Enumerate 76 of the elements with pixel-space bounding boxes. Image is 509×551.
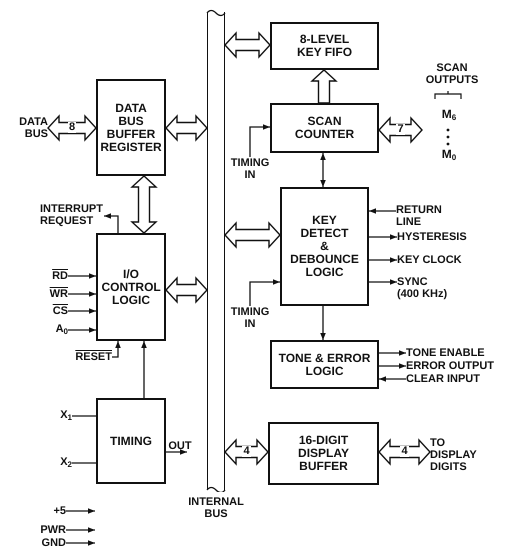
bus-arrow	[165, 276, 208, 304]
bus-width-label: 4	[400, 446, 409, 456]
signal-arrow	[379, 350, 406, 356]
signal-arrow	[104, 213, 119, 233]
signal-arrow	[369, 208, 396, 214]
bus-arrow	[224, 221, 281, 249]
signal-label: TONE ENABLE	[406, 347, 508, 359]
signal-arrow	[166, 449, 187, 455]
signal-arrow	[66, 540, 95, 546]
signal-label: ERROR OUTPUT	[406, 360, 508, 372]
signal-arrow	[66, 508, 95, 514]
function-block	[270, 340, 379, 389]
signal-label: X$_{2}$	[50, 456, 72, 468]
signal-arrow	[141, 341, 147, 398]
signal-arrow	[369, 257, 397, 263]
bus-width-label: 4	[242, 446, 251, 456]
function-block	[268, 422, 379, 485]
signal-arrow	[68, 327, 96, 333]
signal-label: PWR	[34, 524, 66, 536]
signal-label: A$_{0}$	[46, 323, 68, 335]
signal-label: GND	[34, 537, 66, 549]
block-label: I/O CONTROL LOGIC	[101, 268, 161, 306]
signal-arrow	[112, 341, 121, 358]
bus-arrow	[310, 69, 338, 104]
signal-label: CS	[46, 305, 68, 317]
signal-line	[72, 415, 96, 417]
signal-label: RD	[46, 270, 68, 282]
signal-arrow	[379, 376, 406, 382]
bus-arrow	[130, 175, 158, 234]
block-label: DATA BUS BUFFER REGISTER	[100, 102, 162, 154]
function-block	[270, 22, 379, 70]
function-block	[96, 79, 166, 176]
function-block	[96, 233, 166, 341]
signal-label: CLEAR INPUT	[406, 373, 508, 385]
signal-label: +5	[38, 505, 66, 517]
block-label: 8-LEVEL KEY FIFO	[296, 33, 354, 59]
signal-label: X$_{1}$	[50, 409, 72, 421]
signal-label: INTERRUPT REQUEST	[40, 203, 104, 227]
signal-arrow	[68, 273, 96, 279]
signal-arrow	[369, 279, 397, 285]
block-label: SCAN COUNTER	[294, 115, 356, 141]
signal-label: WR	[46, 288, 68, 300]
signal-arrow	[320, 306, 326, 340]
block-label: KEY DETECT & DEBOUNCE LOGIC	[290, 214, 359, 279]
block-label: TONE & ERROR LOGIC	[278, 352, 372, 378]
signal-label: HYSTERESIS	[397, 231, 487, 243]
signal-arrow	[249, 124, 270, 157]
signal-label: M$_{6}$	[440, 108, 458, 120]
signal-label: RESET	[60, 351, 112, 363]
block-label: TIMING	[110, 434, 152, 448]
bus-label: INTERNAL BUS	[187, 496, 245, 520]
signal-line	[72, 462, 96, 464]
bus-width-label: 7	[396, 124, 405, 134]
signal-arrow	[369, 234, 397, 240]
signal-label: RETURN LINE	[396, 204, 466, 228]
bus-arrow	[165, 114, 208, 142]
signal-arrow	[68, 308, 96, 314]
signal-arrow	[249, 279, 280, 306]
bus-arrow	[224, 31, 271, 59]
function-block	[270, 103, 379, 153]
function-block	[280, 187, 369, 306]
signal-label: TIMING IN	[226, 157, 274, 181]
function-block	[96, 398, 166, 484]
signal-label: DATA BUS	[6, 116, 48, 140]
signal-arrow	[320, 153, 326, 187]
signal-label: TIMING IN	[226, 306, 274, 330]
signal-arrow	[379, 363, 406, 369]
signal-label: SYNC (400 KHz)	[397, 276, 449, 300]
signal-arrow	[68, 291, 96, 297]
signal-label: SCAN OUTPUTS	[424, 62, 480, 86]
signal-label: OUT	[168, 440, 192, 452]
signal-arrow	[66, 527, 95, 533]
signal-label: M$_{0}$	[440, 148, 458, 160]
signal-label: TO DISPLAY DIGITS	[430, 437, 490, 473]
signal-label: KEY CLOCK	[397, 254, 487, 266]
block-label: 16-DIGIT DISPLAY BUFFER	[297, 434, 350, 473]
